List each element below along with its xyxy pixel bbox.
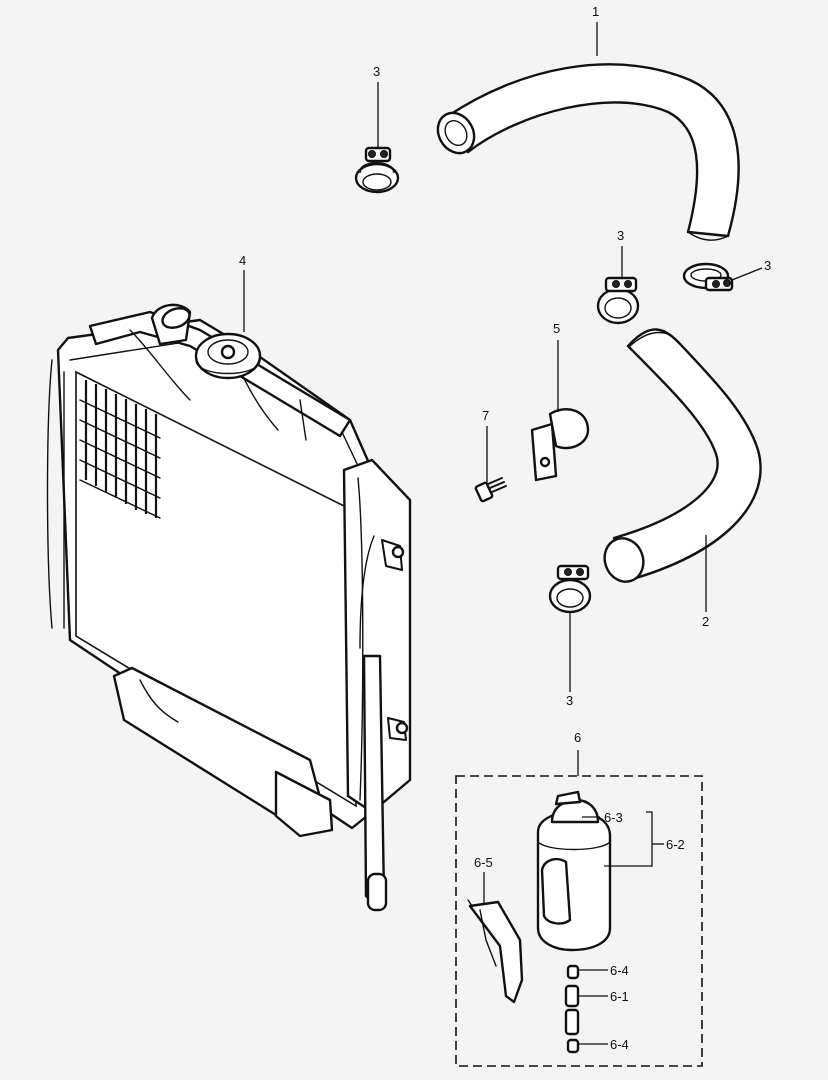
callout-3-middle: 3 [617, 228, 624, 243]
lower-radiator-hose [603, 328, 762, 583]
hose-clamp-upper-left [354, 146, 400, 194]
reservoir-tank [536, 810, 612, 952]
leader-lines [243, 22, 763, 1045]
hose-clamp-middle [596, 276, 640, 325]
callout-2: 2 [702, 614, 709, 629]
upper-radiator-hose [436, 63, 740, 241]
bracket-bolt [474, 477, 507, 503]
callout-1: 1 [592, 4, 599, 19]
callout-3-upper-left: 3 [373, 64, 380, 79]
callout-6: 6 [574, 730, 581, 745]
callout-3-lower: 3 [566, 693, 573, 708]
callout-labels: 1 3 4 3 3 5 7 2 3 6 6-3 6-2 6-5 6-4 6-1 … [239, 4, 771, 1052]
radiator-assembly [46, 303, 412, 912]
callout-6-4-upper: 6-4 [610, 963, 629, 978]
callout-6-2: 6-2 [666, 837, 685, 852]
hose-clamp-lower [548, 564, 592, 614]
callout-3-right: 3 [764, 258, 771, 273]
callout-7: 7 [482, 408, 489, 423]
callout-6-4-lower: 6-4 [610, 1037, 629, 1052]
hose-clamp-upper-right [682, 262, 734, 292]
reservoir-bracket [467, 899, 524, 1004]
reservoir-tank-assembly-box [455, 775, 703, 1067]
callout-6-5: 6-5 [474, 855, 493, 870]
callout-5: 5 [553, 321, 560, 336]
callout-6-1: 6-1 [610, 989, 629, 1004]
callout-4: 4 [239, 253, 246, 268]
callout-6-3: 6-3 [604, 810, 623, 825]
hose-holder-bracket [530, 408, 590, 482]
reservoir-hose-fittings [564, 964, 580, 1054]
